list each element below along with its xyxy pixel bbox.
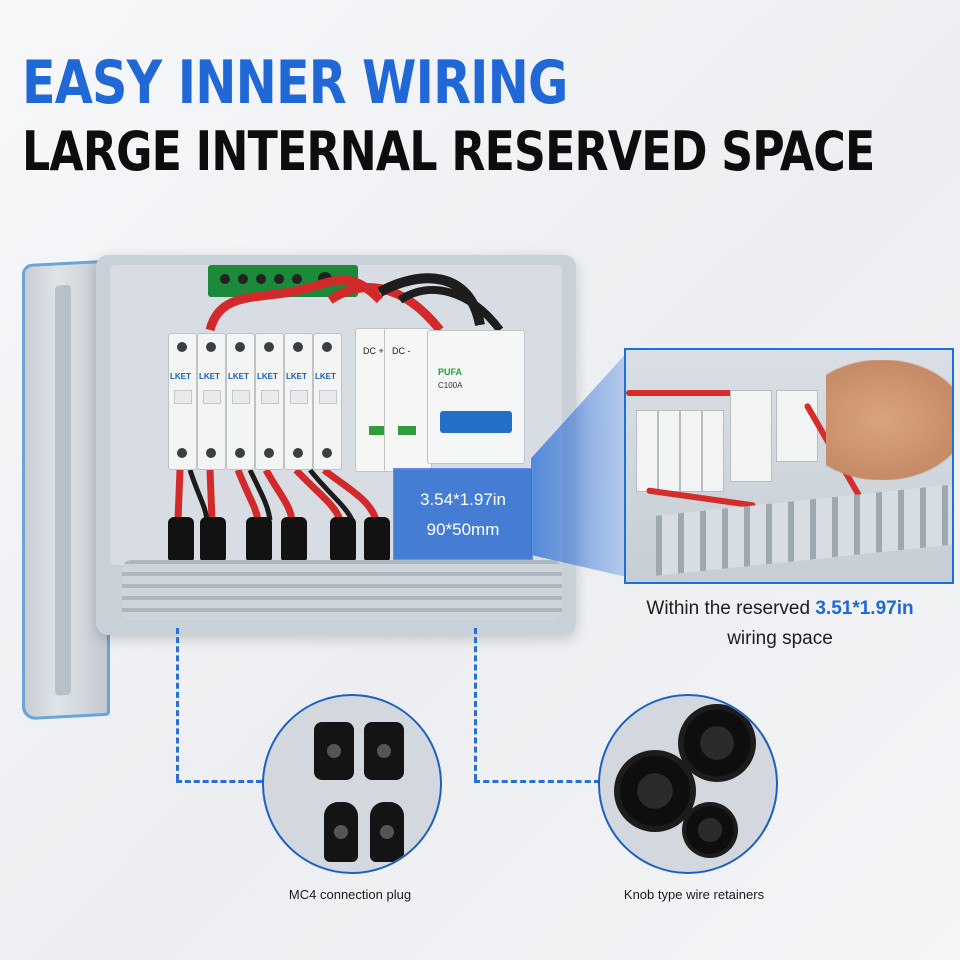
mc4-caption: MC4 connection plug: [288, 887, 412, 902]
headline-line-2: LARGE INTERNAL RESERVED SPACE: [22, 120, 875, 183]
mc4-closeup: [262, 694, 442, 874]
breaker-6: LKET: [313, 333, 342, 470]
dimension-metric: 90*50mm: [426, 520, 500, 539]
connector-line-right: [474, 628, 477, 780]
headline-line-1: EASY INNER WIRING: [22, 48, 568, 118]
breaker-3: LKET: [226, 333, 255, 470]
hand: [826, 360, 952, 480]
cable-gland: [330, 517, 356, 561]
connector-line-left-h: [176, 780, 262, 783]
breaker-5: LKET: [284, 333, 313, 470]
cable-gland: [200, 517, 226, 561]
inset-photo: [624, 348, 954, 584]
breaker-2: LKET: [197, 333, 226, 470]
bottom-grille: [122, 560, 562, 620]
dc-circuit-breaker: PUFA C100A: [427, 330, 525, 464]
dimension-imperial: 3.54*1.97in: [419, 490, 507, 509]
gland-closeup: [598, 694, 778, 874]
dimension-box: 3.54*1.97in 90*50mm: [393, 468, 533, 560]
inset-caption: Within the reserved 3.51*1.97in wiring s…: [646, 598, 914, 649]
connector-line-right-h: [474, 780, 600, 783]
cable-gland: [364, 517, 390, 561]
cable-gland: [168, 517, 194, 561]
connector-line-left: [176, 628, 179, 780]
gland-caption: Knob type wire retainers: [623, 887, 765, 902]
breaker-1: LKET: [168, 333, 197, 470]
surge-protector-negative: DC -: [384, 328, 432, 472]
cable-gland: [246, 517, 272, 561]
cable-gland: [281, 517, 307, 561]
breaker-4: LKET: [255, 333, 284, 470]
